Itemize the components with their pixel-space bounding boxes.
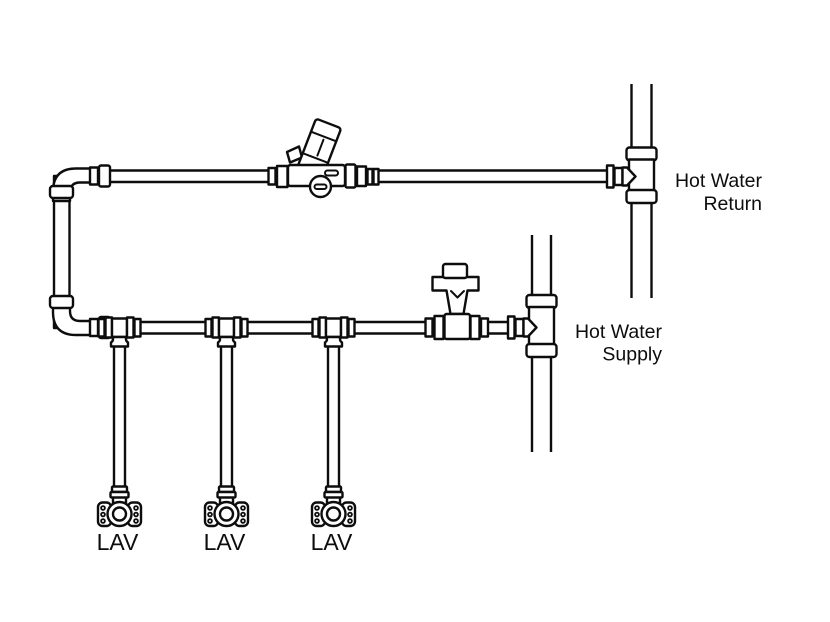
tee-hub-band — [525, 342, 558, 359]
elbow-hub-ring — [88, 317, 100, 338]
supply-branch-bell-joint — [506, 315, 538, 340]
elbow-hub-band — [48, 184, 75, 200]
outlet-bore — [111, 506, 128, 522]
screw-hole — [133, 505, 139, 511]
screw-hole — [100, 511, 106, 518]
tee-ring — [339, 316, 349, 339]
lav-drop-pipe-3 — [326, 344, 341, 492]
return-label-line2: Return — [703, 193, 762, 215]
valve-coupling-ring — [479, 317, 490, 338]
tee-ring — [232, 316, 242, 339]
valve-coupling-ring — [275, 164, 289, 189]
bonnet-cap-seam — [310, 130, 338, 143]
labels: Hot Water Return Hot Water Supply LAV LA… — [97, 170, 763, 555]
valve-coupling-ring — [424, 317, 434, 338]
valve-union-nut — [344, 163, 357, 189]
lav-outlet-2 — [203, 485, 250, 528]
bonnet-collar-seam — [301, 152, 329, 164]
outlet-flange — [216, 490, 237, 499]
lav-tee-2 — [204, 316, 249, 348]
screw-hole — [207, 505, 213, 511]
screw-hole — [100, 518, 106, 524]
elbow-hub-ring — [97, 164, 112, 188]
valve-coupling-ring — [366, 167, 374, 186]
tee-ring — [125, 316, 135, 339]
screw-hole — [314, 505, 320, 511]
tee-drop-collar — [109, 335, 130, 348]
screw-hole — [240, 511, 246, 518]
lav-drop-pipe-2 — [219, 344, 234, 492]
valve-bonnet-notch — [450, 290, 465, 299]
lav-drop-pipe-1 — [112, 344, 127, 492]
elbow-hub-ring — [88, 166, 100, 186]
valve-body-slot — [324, 169, 339, 177]
valve-coupling-ring — [433, 314, 445, 341]
valve-drain-port — [308, 174, 333, 199]
screw-hole — [347, 511, 353, 518]
bell-spigot-point — [621, 166, 637, 187]
balancing-valve — [267, 118, 380, 199]
pipes — [52, 84, 653, 492]
tee-hub-band — [625, 188, 658, 205]
valve-handle-cap — [441, 262, 469, 280]
valve-coupling-ring — [469, 314, 481, 341]
bell-spigot-point — [522, 317, 538, 338]
tee-drop-collar — [323, 335, 344, 348]
screw-hole — [133, 511, 139, 518]
screw-hole — [347, 505, 353, 511]
screw-hole — [240, 505, 246, 511]
return-label-line1: Hot Water — [675, 170, 763, 192]
tee-ring — [133, 317, 142, 338]
lav-outlet-1 — [96, 485, 143, 528]
tee-ring — [204, 317, 213, 338]
tee-ring — [97, 317, 106, 338]
screw-hole — [240, 518, 246, 524]
tee-drop-collar — [216, 335, 237, 348]
lav-label-2: LAV — [204, 529, 246, 555]
outlet-bore — [325, 506, 342, 522]
lav-tee-3 — [311, 316, 356, 348]
valve-coupling-ring — [372, 167, 380, 186]
tee-ring — [347, 317, 356, 338]
lav-label-3: LAV — [311, 529, 353, 555]
supply-label-line2: Supply — [602, 344, 662, 366]
drain-port-slot — [313, 183, 328, 190]
screw-hole — [314, 511, 320, 518]
tee-body — [110, 317, 129, 339]
supply-label-line1: Hot Water — [575, 321, 663, 343]
screw-hole — [207, 518, 213, 524]
tee-body — [324, 317, 343, 339]
screw-hole — [347, 518, 353, 524]
elbow-hub-band — [48, 294, 75, 310]
tee-ring — [240, 317, 249, 338]
bonnet-slot — [316, 138, 325, 157]
screw-hole — [100, 505, 106, 511]
screw-hole — [133, 518, 139, 524]
lav-outlet-3 — [310, 485, 357, 528]
screw-hole — [314, 518, 320, 524]
tee-ring — [311, 317, 320, 338]
return-elbow-top-left — [48, 164, 112, 203]
return-branch-bell-joint — [605, 164, 637, 189]
outlet-flange — [323, 490, 344, 499]
bell-ring — [506, 315, 516, 340]
outlet-flange — [109, 490, 130, 499]
screw-hole — [207, 511, 213, 518]
valve-union-nut — [355, 165, 368, 188]
lav-label-1: LAV — [97, 529, 139, 555]
valve-body — [443, 312, 472, 341]
outlet-bore — [218, 506, 235, 522]
lav-tee-1 — [97, 316, 142, 348]
tee-body — [217, 317, 236, 339]
supply-shutoff-valve — [424, 262, 490, 341]
bell-ring — [605, 164, 615, 189]
valve-coupling-ring — [267, 166, 277, 186]
